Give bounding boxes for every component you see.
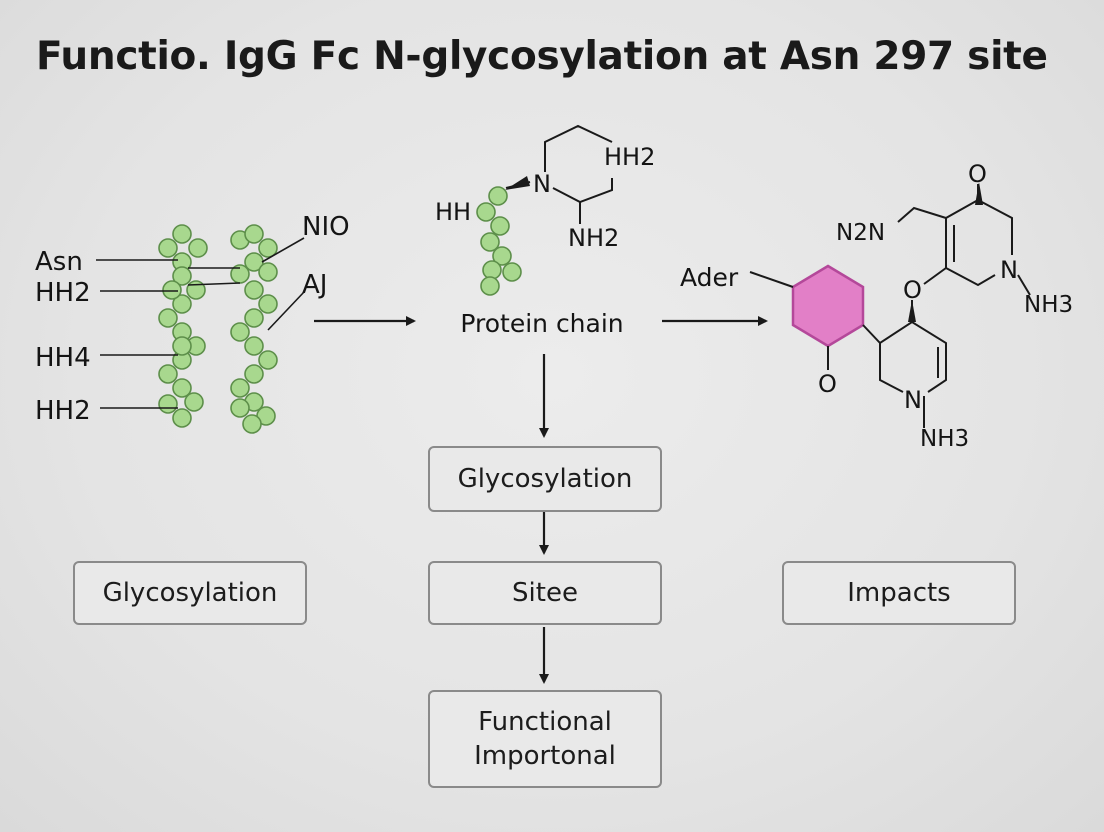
box-functional-line2: Importonal: [474, 741, 616, 771]
right-label-o-low: O: [818, 370, 837, 398]
box-functional-importonal: Functional Importonal: [428, 690, 662, 788]
bead: [244, 280, 264, 300]
wedge-bond-top: [975, 182, 983, 205]
bond-ader: [749, 271, 794, 288]
bead: [490, 216, 510, 236]
center-ring: [544, 124, 613, 204]
center-label-hh: HH: [435, 198, 471, 226]
box-sitee-text: Sitee: [512, 578, 578, 608]
bead: [158, 238, 178, 258]
lower-ring-left: [879, 343, 904, 393]
lower-ring-right: [862, 320, 947, 393]
wedge-bond-mid: [908, 300, 916, 322]
bead: [244, 308, 264, 328]
pointer-line-nio: [261, 237, 305, 263]
bead: [488, 186, 508, 206]
bead: [172, 294, 192, 314]
box-impacts-text: Impacts: [847, 578, 951, 608]
right-molecule: [749, 182, 1031, 428]
right-label-n-upper: N: [1000, 256, 1018, 284]
bead: [242, 414, 262, 434]
bead: [492, 246, 512, 266]
bead-chain-left: [158, 224, 208, 428]
bead: [158, 364, 178, 384]
center-label-nh2: NH2: [568, 224, 619, 252]
bead: [230, 378, 250, 398]
bead: [172, 336, 192, 356]
bead: [188, 238, 208, 258]
box-glycosylation-center-text: Glycosylation: [457, 464, 633, 494]
right-label-ader: Ader: [680, 263, 739, 292]
bead: [158, 394, 178, 414]
right-label-nh3-lower: NH3: [920, 426, 969, 452]
wedge-bond-center: [505, 176, 530, 190]
box-impacts: Impacts: [782, 561, 1016, 625]
bead: [230, 322, 250, 342]
bead: [172, 378, 192, 398]
box-glycosylation-left-text: Glycosylation: [102, 578, 278, 608]
protein-chain-label: Protein chain: [460, 309, 623, 338]
bead: [258, 238, 278, 258]
bead: [244, 364, 264, 384]
pink-hexagon-ring: [791, 264, 865, 348]
box-glycosylation-left: Glycosylation: [73, 561, 307, 625]
box-glycosylation-center: Glycosylation: [428, 446, 662, 512]
bead: [244, 336, 264, 356]
right-label-n2n: N2N: [836, 220, 885, 246]
bond-nh3-upper: [1017, 274, 1031, 296]
box-sitee: Sitee: [428, 561, 662, 625]
pointer-line-aj: [267, 291, 305, 331]
pointer-line-bridge-mid: [187, 282, 241, 286]
bead: [258, 350, 278, 370]
bead: [480, 276, 500, 296]
bead: [172, 266, 192, 286]
bead: [244, 224, 264, 244]
label-aj: AJ: [302, 270, 327, 300]
center-label-n: N: [533, 170, 551, 198]
label-hh2-top: HH2: [35, 278, 91, 308]
bead: [172, 408, 192, 428]
right-label-nh3-upper: NH3: [1024, 292, 1073, 318]
bead: [258, 262, 278, 282]
bead-chain-right: [230, 224, 278, 434]
label-hh4: HH4: [35, 343, 91, 373]
bead: [258, 294, 278, 314]
bead: [172, 224, 192, 244]
right-label-o-mid: O: [903, 276, 922, 304]
center-ring-bonds: [505, 124, 613, 224]
bead: [158, 308, 178, 328]
bead: [184, 392, 204, 412]
page-title: Functio. IgG Fc N-glycosylation at Asn 2…: [36, 34, 1048, 79]
bead: [476, 202, 496, 222]
bead: [162, 280, 182, 300]
flow-arrows: [314, 316, 768, 684]
right-label-n-lower: N: [904, 386, 922, 414]
center-label-hh2: HH2: [604, 143, 655, 171]
left-pointer-lines: [96, 237, 305, 409]
box-functional-line1: Functional: [478, 707, 612, 737]
bond-o-mid-link: [923, 267, 947, 285]
label-hh2-bottom: HH2: [35, 396, 91, 426]
bead-chain-center: [476, 186, 522, 296]
label-asn: Asn: [35, 247, 83, 277]
bead: [230, 398, 250, 418]
label-nio: NIO: [302, 212, 350, 242]
bond-n2n: [897, 206, 947, 223]
bead: [482, 260, 502, 280]
bead: [480, 232, 500, 252]
right-label-o-top: O: [968, 160, 987, 188]
bead: [502, 262, 522, 282]
